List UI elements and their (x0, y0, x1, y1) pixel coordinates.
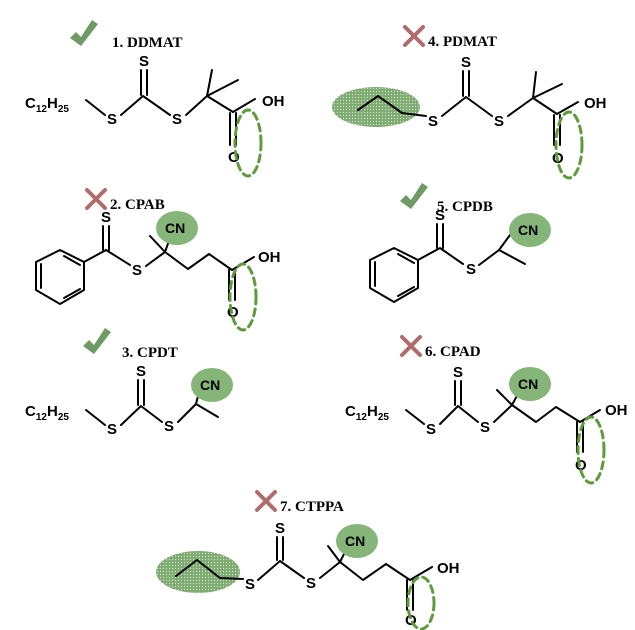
molecule-ctppa: 7. CTPPA CN S S S OH O (156, 490, 460, 630)
carboxyl-highlight-ring (228, 262, 258, 332)
thione-sulfur: S (139, 53, 149, 70)
sulfur-atom: S (164, 418, 174, 435)
carboxyl-highlight-ring (406, 575, 436, 630)
molecule-title: 6. CPAD (425, 344, 481, 360)
sulfur-atom: S (428, 113, 438, 130)
thione-sulfur: S (275, 520, 285, 537)
thione-sulfur: S (136, 363, 146, 380)
nitrile-label: CN (165, 220, 185, 236)
nitrile-label: CN (345, 533, 365, 549)
phenyl-ring (369, 247, 419, 303)
nitrile-highlight (509, 367, 551, 401)
thione-sulfur: S (101, 209, 111, 226)
sulfur-atom: S (107, 421, 117, 438)
sulfur-atom: S (245, 576, 255, 593)
sulfur-atom: S (107, 111, 117, 128)
molecule-ddmat: 1. DDMAT C12H25 S S S OH O (25, 20, 285, 178)
molecule-cpad: 6. CPAD C12H25 CN S S S OH O (345, 335, 628, 485)
hydroxyl-label: OH (262, 93, 285, 110)
thione-sulfur: S (461, 54, 471, 71)
hydroxyl-label: OH (258, 249, 281, 266)
check-icon (400, 183, 428, 209)
sulfur-atom: S (466, 261, 476, 278)
sulfur-atom: S (172, 111, 182, 128)
cross-icon (400, 335, 422, 357)
hydroxyl-label: OH (437, 560, 460, 577)
molecule-cpab: 2. CPAB CN S S OH O (35, 188, 281, 332)
nitrile-highlight (191, 368, 233, 402)
molecule-cpdt: 3. CPDT C12H25 CN S S S (25, 328, 233, 438)
thione-sulfur: S (435, 207, 445, 224)
sulfur-atom: S (132, 262, 142, 279)
molecule-title: 7. CTPPA (280, 499, 344, 515)
thione-sulfur: S (453, 364, 463, 381)
molecule-title: 1. DDMAT (112, 35, 183, 51)
cross-icon (85, 188, 107, 210)
carboxyl-highlight-ring (554, 110, 584, 180)
nitrile-highlight (509, 213, 551, 247)
check-icon (70, 20, 98, 46)
alkyl-chain-label: C12H25 (25, 403, 69, 423)
sulfur-atom: S (494, 113, 504, 130)
propyl-group-highlight (332, 87, 420, 127)
nitrile-highlight (156, 211, 198, 245)
molecule-title: 3. CPDT (122, 345, 178, 361)
nitrile-label: CN (518, 222, 538, 238)
alkyl-chain-label: C12H25 (345, 403, 389, 423)
nitrile-label: CN (518, 376, 538, 392)
molecule-title: 5. CPDB (437, 199, 493, 215)
sulfur-atom: S (306, 575, 316, 592)
carboxyl-highlight-ring (576, 415, 606, 485)
cross-icon (403, 25, 425, 47)
hydroxyl-label: OH (584, 95, 607, 112)
hydroxyl-label: OH (605, 402, 628, 419)
alkyl-chain-label: C12H25 (25, 95, 69, 115)
propyl-group-highlight (156, 551, 240, 593)
phenyl-ring (35, 249, 85, 305)
molecule-title: 4. PDMAT (428, 34, 497, 50)
molecule-title: 2. CPAB (110, 197, 165, 213)
molecule-cpdb: 5. CPDB CN S S (369, 183, 551, 303)
sulfur-atom: S (426, 421, 436, 438)
cross-icon (255, 490, 277, 512)
molecule-pdmat: 4. PDMAT S S S OH O (332, 25, 607, 180)
check-icon (83, 328, 111, 354)
nitrile-highlight (336, 524, 378, 558)
sulfur-atom: S (480, 419, 490, 436)
nitrile-label: CN (200, 377, 220, 393)
carboxyl-highlight-ring (233, 108, 263, 178)
